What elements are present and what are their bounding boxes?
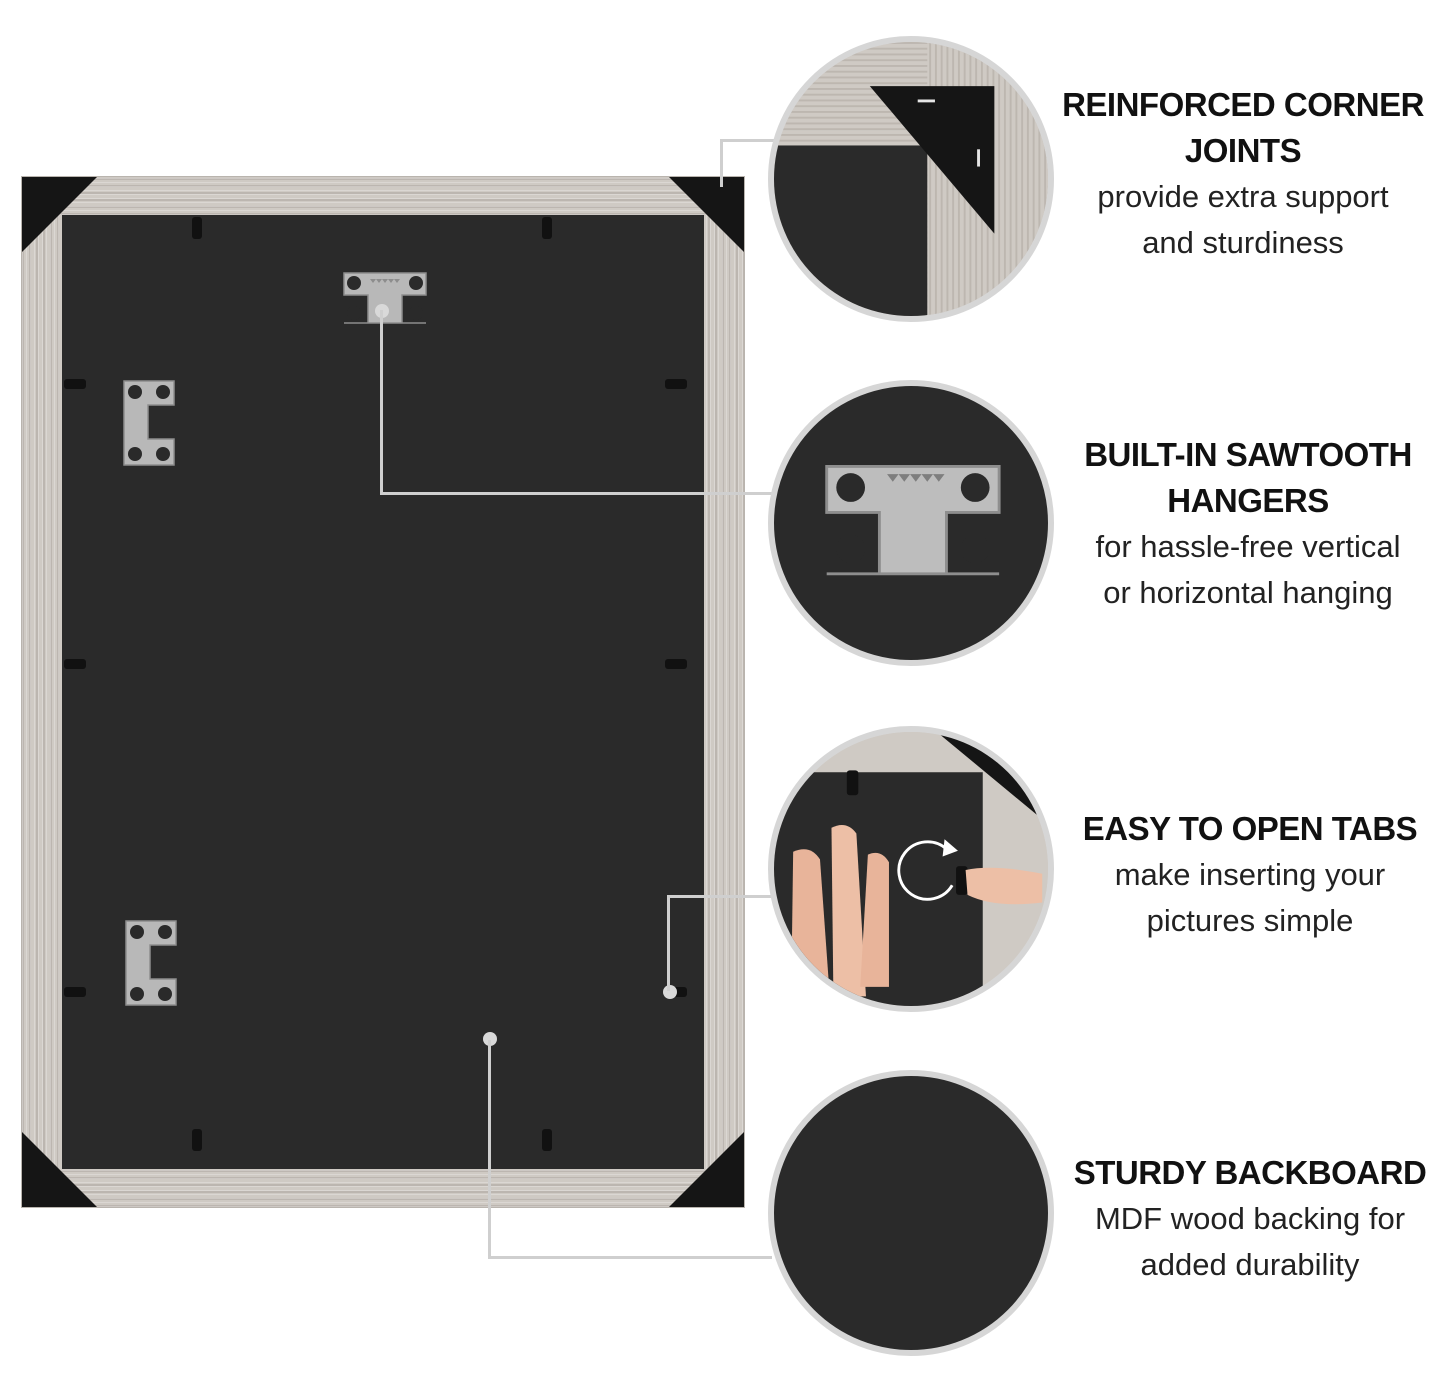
picture-frame-back [22,177,744,1207]
feature-title: BUILT-IN SAWTOOTH [1084,436,1412,473]
leader-dot-tab [663,985,677,999]
leader-line-backboard [488,1256,772,1259]
feature-description: and sturdiness [1142,225,1344,260]
leader-line-corner [720,139,723,187]
feature-description: or horizontal hanging [1103,575,1393,610]
feature-title: HANGERS [1167,482,1329,519]
leader-line-tab [667,895,773,898]
turn-tab[interactable] [542,217,552,239]
feature-reinforced-corner-joints: REINFORCED CORNER JOINTS provide extra s… [1053,82,1433,266]
feature-title: JOINTS [1184,132,1302,169]
feature-description: provide extra support [1097,179,1389,214]
backboard [62,215,704,1169]
feature-description: make inserting your [1114,857,1386,892]
frame-bottom-rail [22,1169,744,1207]
leader-line-hanger [380,492,772,495]
turn-tab[interactable] [665,379,687,389]
turn-tab[interactable] [542,1129,552,1151]
feature-title: REINFORCED CORNER [1062,86,1424,123]
frame-top-rail [22,177,744,215]
feature-description: pictures simple [1146,903,1354,938]
leader-line-backboard [488,1040,491,1258]
zoom-corner-joint [768,36,1054,322]
turn-tab[interactable] [665,659,687,669]
leader-line-tab [667,895,670,991]
sawtooth-hanger-top [343,272,427,324]
feature-title: STURDY BACKBOARD [1073,1154,1427,1191]
feature-description: added durability [1140,1247,1360,1282]
feature-sturdy-backboard: STURDY BACKBOARD MDF wood backing for ad… [1060,1150,1440,1288]
sawtooth-hanger-side-lower [125,920,177,1006]
feature-sawtooth-hangers: BUILT-IN SAWTOOTH HANGERS for hassle-fre… [1058,432,1438,616]
zoom-sturdy-backboard [768,1070,1054,1356]
turn-tab[interactable] [64,987,86,997]
leader-dot-backboard [483,1032,497,1046]
zoom-sawtooth-hanger [768,380,1054,666]
zoom-easy-open-tabs [768,726,1054,1012]
sawtooth-hanger-icon [825,465,1001,576]
sawtooth-hanger-side-upper [123,380,175,466]
turn-tab[interactable] [64,659,86,669]
turn-tab[interactable] [192,1129,202,1151]
turn-tab[interactable] [64,379,86,389]
leader-line-corner [720,139,774,142]
tab-demo-illustration [774,732,1048,1006]
leader-line-hanger [380,310,383,494]
rotate-arrow-icon [897,839,958,901]
turn-tab[interactable] [192,217,202,239]
feature-title: EASY TO OPEN TABS [1082,810,1418,847]
feature-description: MDF wood backing for [1094,1201,1406,1236]
feature-description: for hassle-free vertical [1095,529,1401,564]
feature-easy-open-tabs: EASY TO OPEN TABS make inserting your pi… [1060,806,1440,944]
corner-joint-icon [774,42,1048,316]
